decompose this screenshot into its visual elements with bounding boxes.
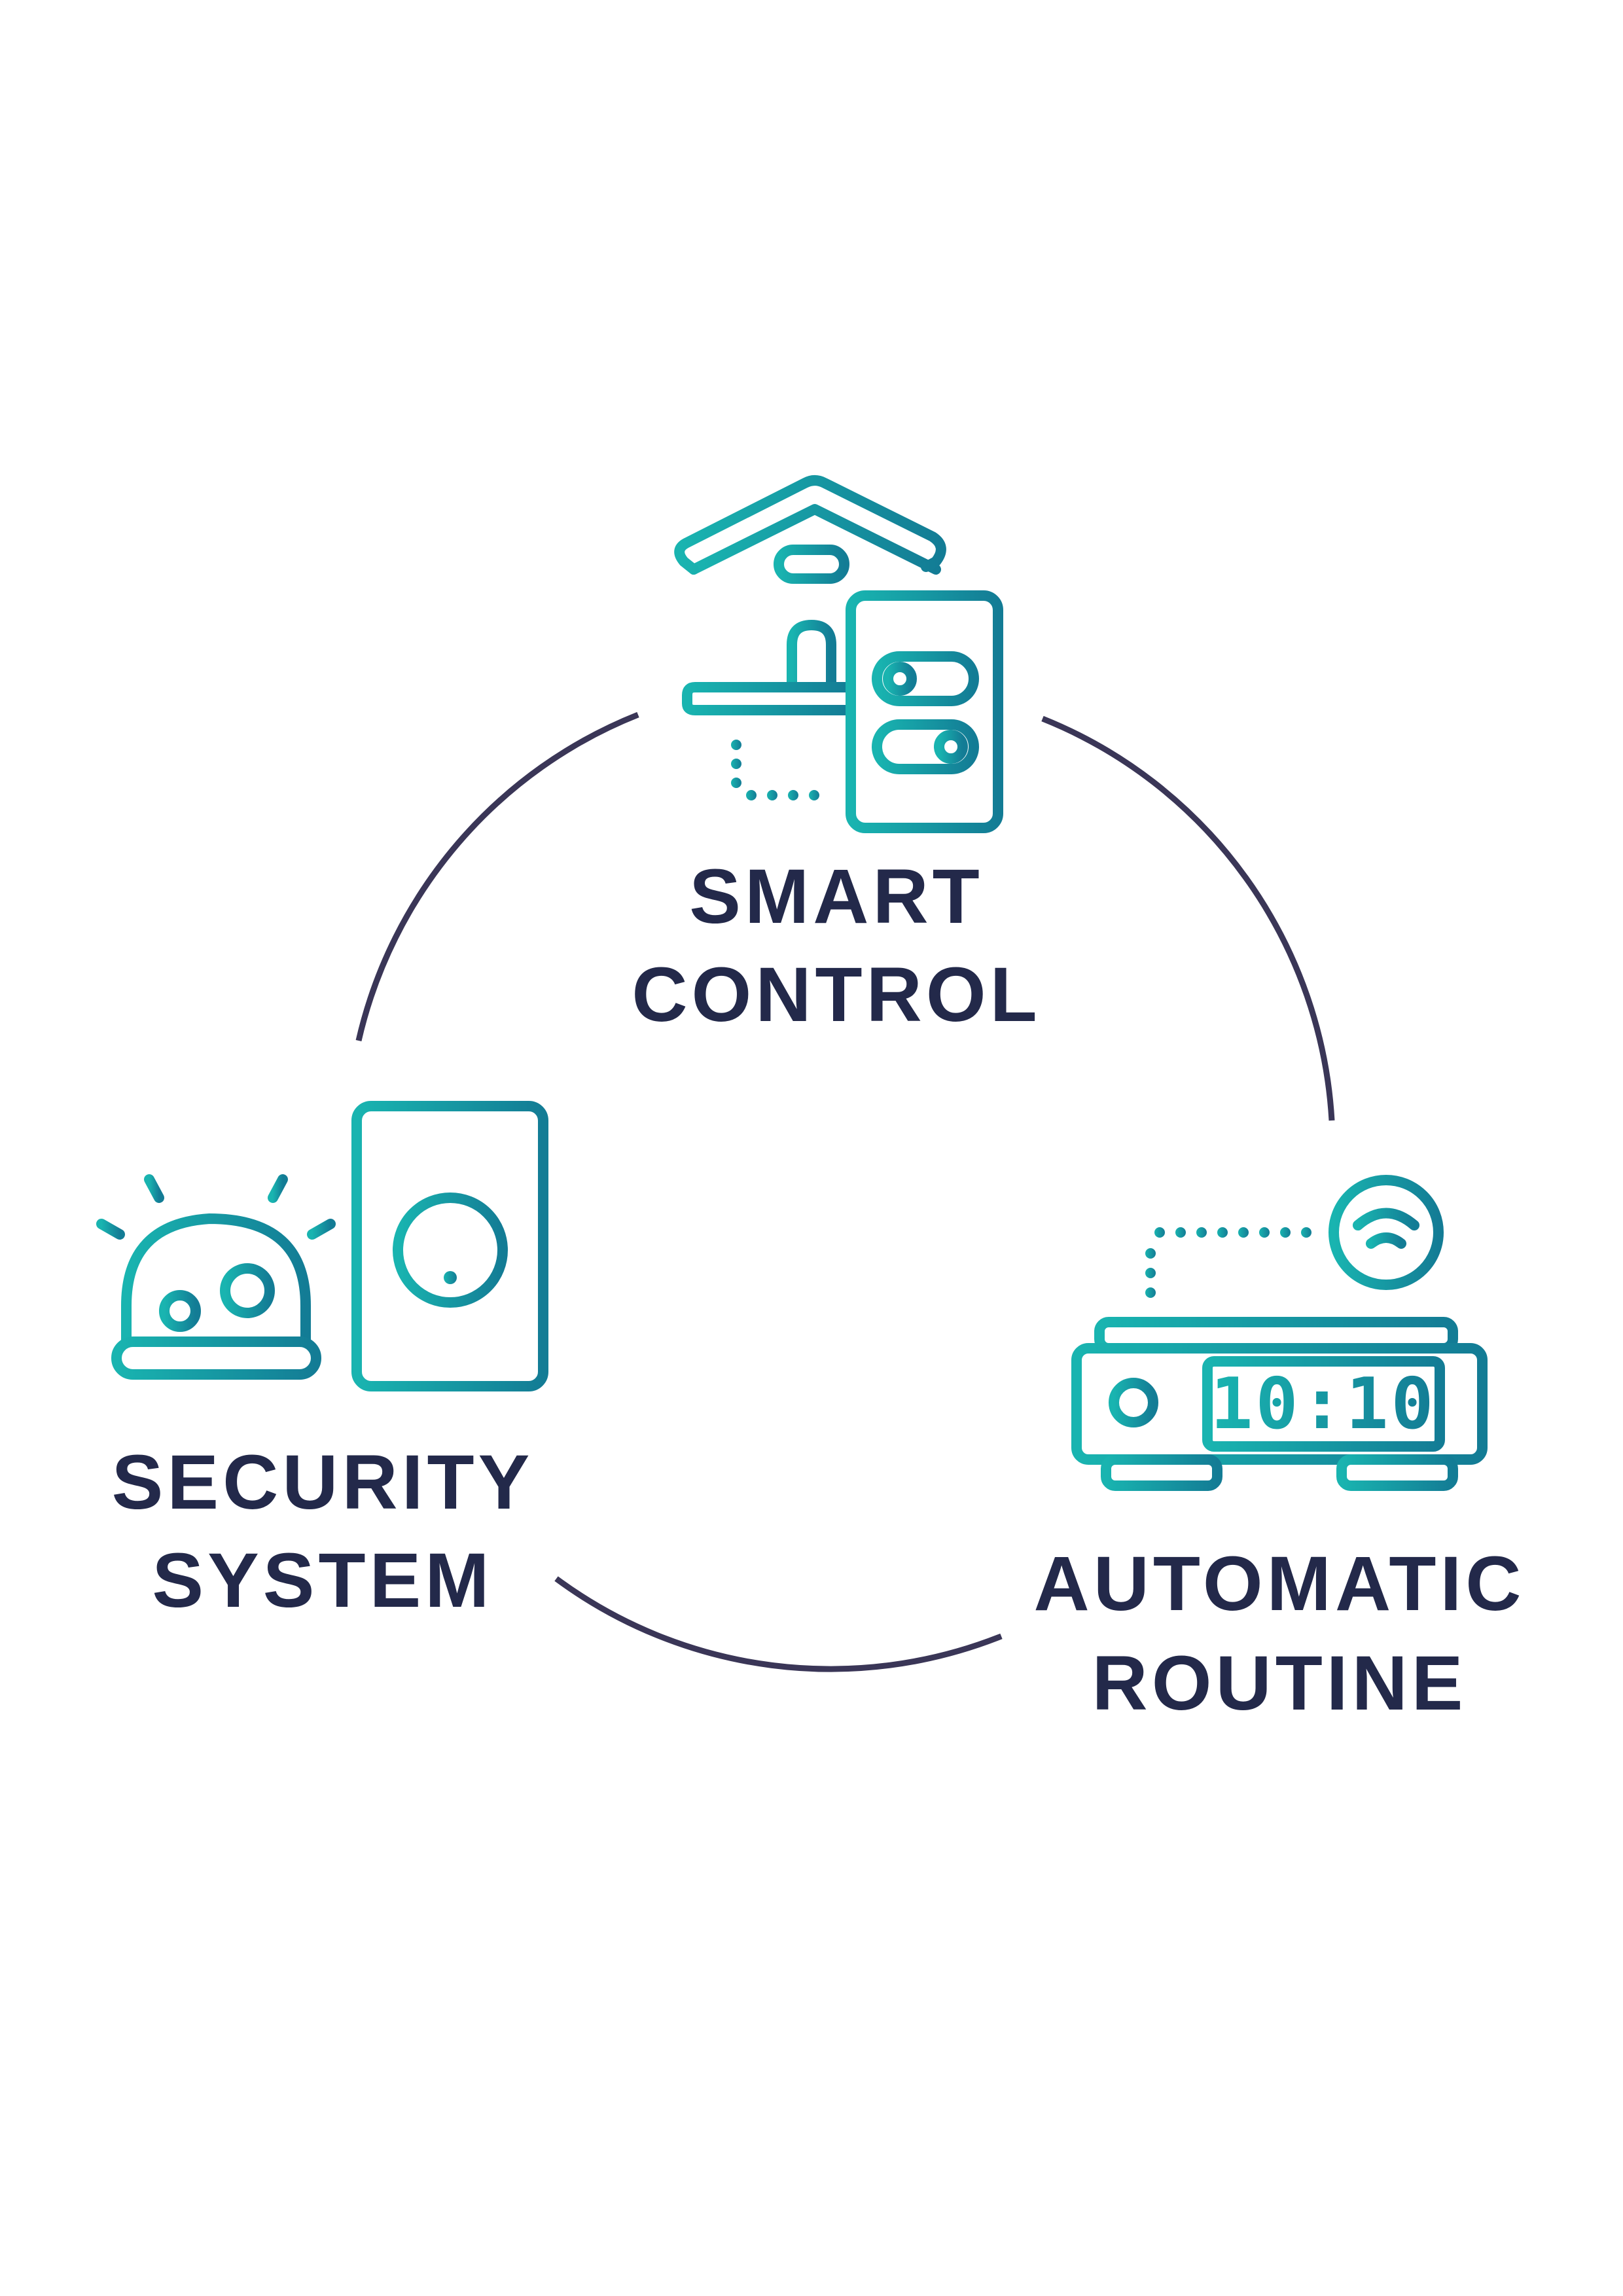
- ring-arc-bottom: [554, 1576, 1003, 1672]
- ring-arc-top-left: [355, 711, 639, 1042]
- node-automatic-routine: 10:10 AUTOMATIC ROUTINE: [1034, 1175, 1525, 1727]
- automatic-routine-label-line2: ROUTINE: [1092, 1640, 1467, 1727]
- security-system-label-line1: SECURITY: [112, 1439, 534, 1526]
- node-smart-control: SMART CONTROL: [632, 475, 1041, 1038]
- smart-control-label-line1: SMART: [689, 853, 984, 940]
- node-security-system: SECURITY SYSTEM: [96, 1101, 548, 1624]
- clock-display-readout: 10:10: [1210, 1363, 1436, 1445]
- ring-arc-top-right: [1041, 715, 1335, 1121]
- dotted-connector: [731, 740, 819, 800]
- security-system-label-line2: SYSTEM: [152, 1537, 493, 1624]
- cycle-ring: [355, 711, 1335, 1672]
- alarm-siren-with-phone-alert-icon: [96, 1101, 548, 1391]
- house-with-phone-switches-icon: [674, 475, 1003, 833]
- smart-control-label-line2: CONTROL: [632, 952, 1041, 1038]
- automatic-routine-label-line1: AUTOMATIC: [1034, 1541, 1525, 1627]
- wifi-clock-device-icon: 10:10: [1071, 1175, 1488, 1491]
- dotted-connector: [1145, 1227, 1311, 1298]
